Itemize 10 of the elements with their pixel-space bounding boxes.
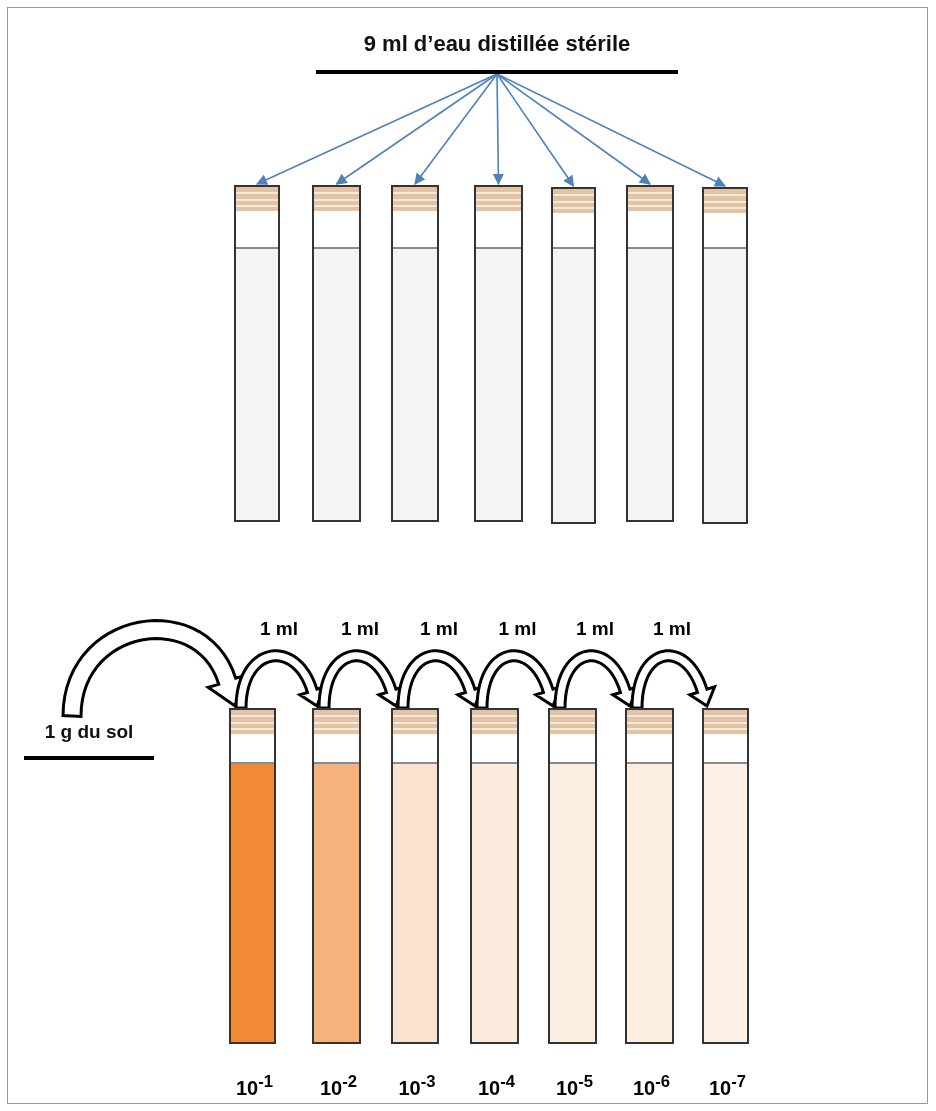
arrow <box>496 73 651 185</box>
arrow <box>256 73 498 185</box>
arrow <box>496 73 575 187</box>
heading-text: 9 ml d’eau distillée stérile <box>362 30 632 58</box>
curved-block-arrow <box>630 649 718 710</box>
heading-text: 1 g du sol <box>43 720 135 744</box>
arrow <box>492 73 504 186</box>
arrow <box>496 73 726 187</box>
arrow <box>335 73 498 185</box>
arrow <box>414 73 498 185</box>
